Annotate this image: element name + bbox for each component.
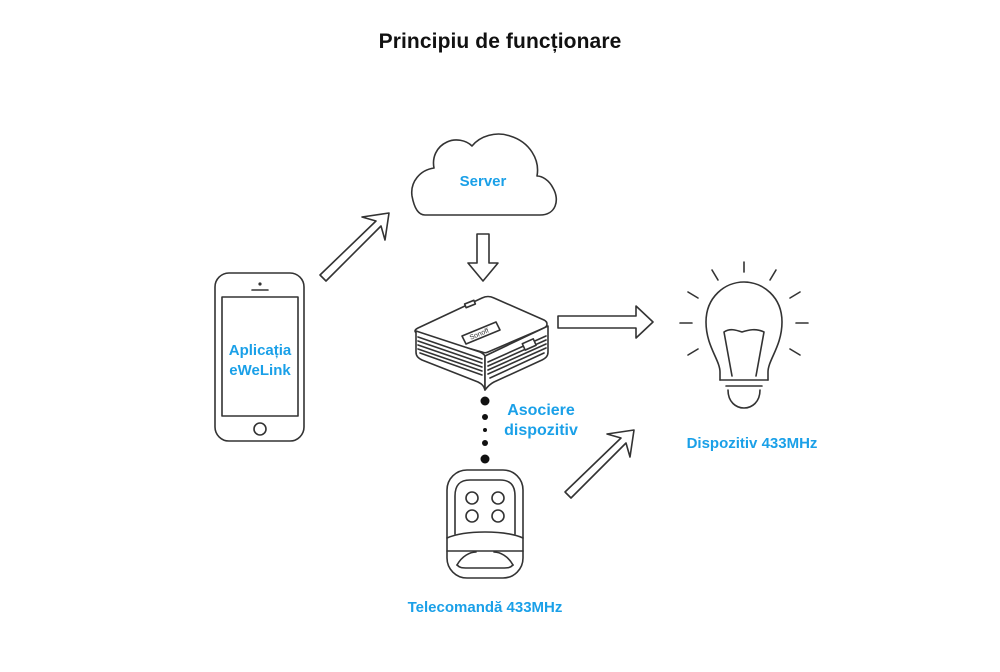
phone-label: Aplicația eWeLink	[222, 341, 298, 381]
rf-bridge-device-icon	[414, 295, 549, 391]
diagram-title: Principiu de funcționare	[378, 30, 622, 53]
pairing-label: Asociere dispozitiv	[498, 401, 584, 441]
arrow-phone-to-server	[319, 212, 390, 282]
cloud-icon	[410, 133, 557, 216]
server-label: Server	[459, 173, 507, 190]
light-bulb-icon	[679, 261, 809, 409]
remote-control-icon	[446, 469, 524, 579]
arrow-server-to-bridge	[467, 233, 499, 282]
pairing-label-line1: Asociere	[507, 402, 575, 419]
phone-label-line2: eWeLink	[229, 362, 291, 379]
remote-label: Telecomandă 433MHz	[407, 599, 563, 616]
arrow-remote-to-device	[564, 429, 635, 499]
smartphone-icon	[214, 272, 305, 442]
phone-label-line1: Aplicația	[228, 342, 292, 359]
pairing-dots	[480, 396, 490, 464]
arrow-bridge-to-device	[557, 305, 654, 339]
device-label: Dispozitiv 433MHz	[686, 435, 818, 452]
pairing-label-line2: dispozitiv	[504, 422, 578, 439]
